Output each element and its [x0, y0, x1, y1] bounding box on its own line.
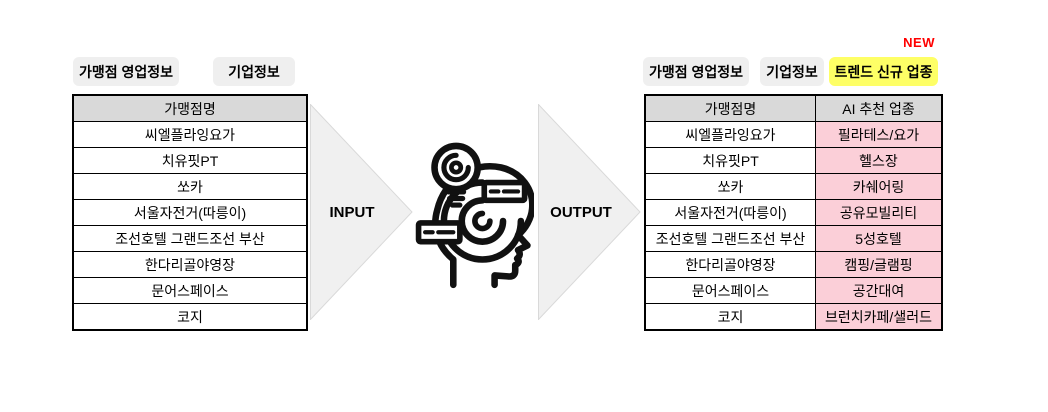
table-row: 코지 — [73, 303, 307, 330]
recommended-category-cell: 5성호텔 — [815, 225, 942, 252]
tab-trend-new-category[interactable]: 트렌드 신규 업종 — [829, 57, 938, 86]
table-row: 치유핏PT 헬스장 — [645, 147, 942, 174]
merchant-name-cell: 문어스페이스 — [645, 277, 816, 304]
merchant-name-cell: 씨엘플라잉요가 — [73, 121, 307, 148]
merchant-name-header: 가맹점명 — [73, 95, 307, 122]
table-row: 서울자전거(따릉이) 공유모빌리티 — [645, 199, 942, 226]
merchant-name-cell: 코지 — [645, 303, 816, 330]
merchant-name-cell: 조선호텔 그랜드조선 부산 — [645, 225, 816, 252]
table-row: 씨엘플라잉요가 — [73, 121, 307, 148]
tab-merchant-sales-info-left[interactable]: 가맹점 영업정보 — [73, 57, 179, 86]
merchant-name-header: 가맹점명 — [645, 95, 816, 122]
table-row: 치유핏PT — [73, 147, 307, 174]
table-row: 한다리골야영장 — [73, 251, 307, 278]
recommended-category-cell: 공간대여 — [815, 277, 942, 304]
output-label: OUTPUT — [550, 204, 612, 221]
merchant-name-cell: 문어스페이스 — [73, 277, 307, 304]
merchant-name-cell: 치유핏PT — [73, 147, 307, 174]
input-label: INPUT — [329, 204, 375, 221]
merchant-name-cell: 코지 — [73, 303, 307, 330]
table-row: 쏘카 카쉐어링 — [645, 173, 942, 200]
merchant-name-cell: 쏘카 — [645, 173, 816, 200]
tab-company-info-left[interactable]: 기업정보 — [213, 57, 295, 86]
table-header-row: 가맹점명 AI 추천 업종 — [645, 95, 942, 122]
output-arrow — [538, 104, 641, 320]
recommended-category-cell: 카쉐어링 — [815, 173, 942, 200]
merchant-name-cell: 조선호텔 그랜드조선 부산 — [73, 225, 307, 252]
recommended-category-cell: 캠핑/글램핑 — [815, 251, 942, 278]
ai-recommended-category-header: AI 추천 업종 — [815, 95, 942, 122]
input-arrow — [310, 104, 413, 320]
merchant-name-cell: 서울자전거(따릉이) — [645, 199, 816, 226]
merchant-name-cell: 한다리골야영장 — [73, 251, 307, 278]
table-row: 코지 브런치카페/샐러드 — [645, 303, 942, 330]
ai-brain-lightbulb-icon — [415, 142, 534, 289]
table-header-row: 가맹점명 — [73, 95, 307, 122]
merchant-name-cell: 씨엘플라잉요가 — [645, 121, 816, 148]
table-row: 조선호텔 그랜드조선 부산 — [73, 225, 307, 252]
input-merchant-table: 가맹점명 씨엘플라잉요가 치유핏PT 쏘카 서울자전거(따릉이) 조선호텔 그랜… — [72, 94, 308, 331]
table-row: 씨엘플라잉요가 필라테스/요가 — [645, 121, 942, 148]
tab-merchant-sales-info-right[interactable]: 가맹점 영업정보 — [643, 57, 749, 86]
recommended-category-cell: 공유모빌리티 — [815, 199, 942, 226]
table-row: 서울자전거(따릉이) — [73, 199, 307, 226]
table-row: 한다리골야영장 캠핑/글램핑 — [645, 251, 942, 278]
table-row: 문어스페이스 — [73, 277, 307, 304]
merchant-name-cell: 쏘카 — [73, 173, 307, 200]
table-row: 쏘카 — [73, 173, 307, 200]
table-row: 조선호텔 그랜드조선 부산 5성호텔 — [645, 225, 942, 252]
recommended-category-cell: 브런치카페/샐러드 — [815, 303, 942, 330]
merchant-name-cell: 한다리골야영장 — [645, 251, 816, 278]
recommended-category-cell: 필라테스/요가 — [815, 121, 942, 148]
new-badge: NEW — [903, 35, 935, 50]
merchant-name-cell: 치유핏PT — [645, 147, 816, 174]
output-recommendation-table: 가맹점명 AI 추천 업종 씨엘플라잉요가 필라테스/요가 치유핏PT 헬스장 … — [644, 94, 943, 331]
table-row: 문어스페이스 공간대여 — [645, 277, 942, 304]
tab-company-info-right[interactable]: 기업정보 — [760, 57, 824, 86]
recommended-category-cell: 헬스장 — [815, 147, 942, 174]
merchant-name-cell: 서울자전거(따릉이) — [73, 199, 307, 226]
